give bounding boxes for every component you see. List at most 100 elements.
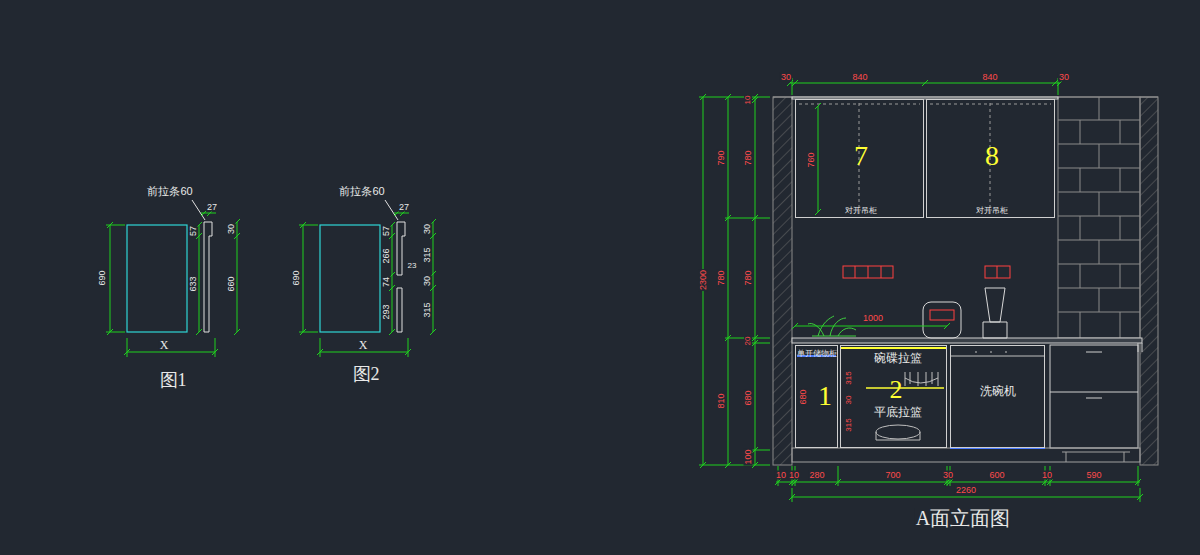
dimension-lines-part (815, 103, 821, 215)
dimension: 280 (808, 471, 825, 480)
drawing-caption: A面立面图 (915, 508, 1011, 528)
dimension: 10 (788, 471, 800, 480)
cabinet-details-part (876, 425, 920, 439)
dimension: 27 (206, 203, 218, 212)
basket-cabinet: 碗碟拉篮 2 平底拉篮 (840, 345, 947, 448)
elevation-walls-part (1140, 97, 1158, 465)
figure-1-part (204, 222, 212, 332)
dimension: 30 (227, 223, 236, 235)
dimension: 10 (744, 95, 752, 106)
dimension: 780 (717, 269, 726, 286)
cabinet-type: 对开吊柜 (845, 207, 877, 215)
dimension: 57 (189, 225, 198, 237)
cabinet-details (792, 97, 1142, 462)
part-name: 前拉条60 (146, 186, 193, 197)
dimension: 780 (744, 269, 753, 286)
dimension: 600 (988, 471, 1005, 480)
dimension: 23 (407, 262, 418, 270)
figure-1-part (192, 200, 205, 220)
dimension: 760 (807, 151, 816, 168)
dimension: 840 (981, 73, 998, 82)
cabinet-details-part (975, 352, 1007, 353)
cabinet-details-part (1138, 343, 1142, 352)
cabinet-details-part (923, 302, 961, 338)
cabinet-details-part (840, 347, 947, 349)
figure-2-part (397, 222, 405, 332)
cabinet-details-part (843, 266, 893, 278)
dimension-lines-part (699, 97, 770, 465)
dimension: 315 (423, 301, 432, 318)
figure-1-part (106, 213, 237, 357)
cabinet-type: 对开吊柜 (976, 207, 1008, 215)
cabinet-details-part (1062, 452, 1130, 462)
dimension-lines-part (792, 323, 950, 329)
dimension: 590 (1085, 471, 1102, 480)
dimension: 30 (942, 471, 954, 480)
dimension: 266 (382, 247, 391, 264)
dimension: 680 (744, 389, 753, 406)
appliance-name: 洗碗机 (980, 385, 1016, 397)
cabinet-details-part (997, 266, 998, 278)
dimension: 30 (423, 275, 432, 287)
cabinet-number: 8 (985, 142, 999, 170)
cabinet-details-part (855, 266, 881, 278)
dimension: 315 (423, 246, 432, 263)
part-name: 前拉条60 (338, 186, 385, 197)
dimension: 10 (775, 471, 787, 480)
dimension: 100 (744, 448, 753, 465)
elevation-walls-part (1058, 97, 1140, 338)
dimension-lines-part (787, 80, 1063, 86)
dimension: 840 (851, 73, 868, 82)
cabinet-details-part (950, 356, 1045, 357)
figure-2-part (299, 213, 433, 357)
dimension: 680 (799, 388, 808, 405)
cabinet-details-part (985, 266, 1010, 278)
cabinet-details-part (792, 448, 1140, 462)
dimension-lines-part (775, 479, 1141, 485)
cabinet-details-part (1050, 352, 1138, 398)
dimension: 780 (744, 149, 753, 166)
wall-cabinet: 8 对开吊柜 (926, 99, 1055, 218)
dimension-lines-part (790, 78, 1060, 95)
dimension: X (159, 339, 170, 351)
figure-1-part (127, 225, 187, 332)
dimension: 660 (227, 275, 236, 292)
dimension-lines (699, 78, 1143, 502)
dimension: 2260 (955, 486, 977, 495)
elevation-walls-part (773, 97, 792, 465)
figure-2-part (320, 225, 380, 332)
figure-1-part (107, 210, 240, 355)
cabinet-number: 2 (890, 377, 903, 403)
cabinet-details-part (1050, 345, 1138, 448)
dimension: 293 (382, 303, 391, 320)
cabinet-details-part (866, 387, 944, 389)
dimension: 315 (845, 370, 853, 385)
dimension: 30 (845, 395, 853, 406)
dimension: 20 (744, 336, 752, 347)
dimension: 30 (780, 73, 792, 82)
cabinet-number: 7 (854, 142, 868, 170)
figure-2-part (385, 200, 398, 220)
cabinet-number: 1 (818, 382, 832, 410)
cabinet-details-part (930, 310, 954, 320)
dishwasher-box: 洗碗机 (950, 345, 1045, 448)
cabinet-details-part (876, 432, 920, 440)
dimension: 690 (292, 269, 301, 286)
dimension: 10 (1041, 471, 1053, 480)
dimension: 315 (845, 417, 853, 432)
basket-name: 平底拉篮 (874, 406, 922, 418)
dimension: 690 (98, 269, 107, 286)
dimension: X (358, 339, 369, 351)
cabinet-details-part (792, 338, 1142, 343)
cabinet-details-part (983, 288, 1007, 338)
elevation-walls-part (1058, 97, 1140, 338)
basket-name: 碗碟拉篮 (874, 352, 922, 364)
dimension-lines-part (776, 466, 1140, 486)
figure-1 (106, 200, 240, 357)
dimension: 30 (1058, 73, 1070, 82)
figure-2-part (300, 210, 436, 355)
figure-label: 图2 (352, 365, 381, 383)
dimension: 810 (717, 392, 726, 409)
